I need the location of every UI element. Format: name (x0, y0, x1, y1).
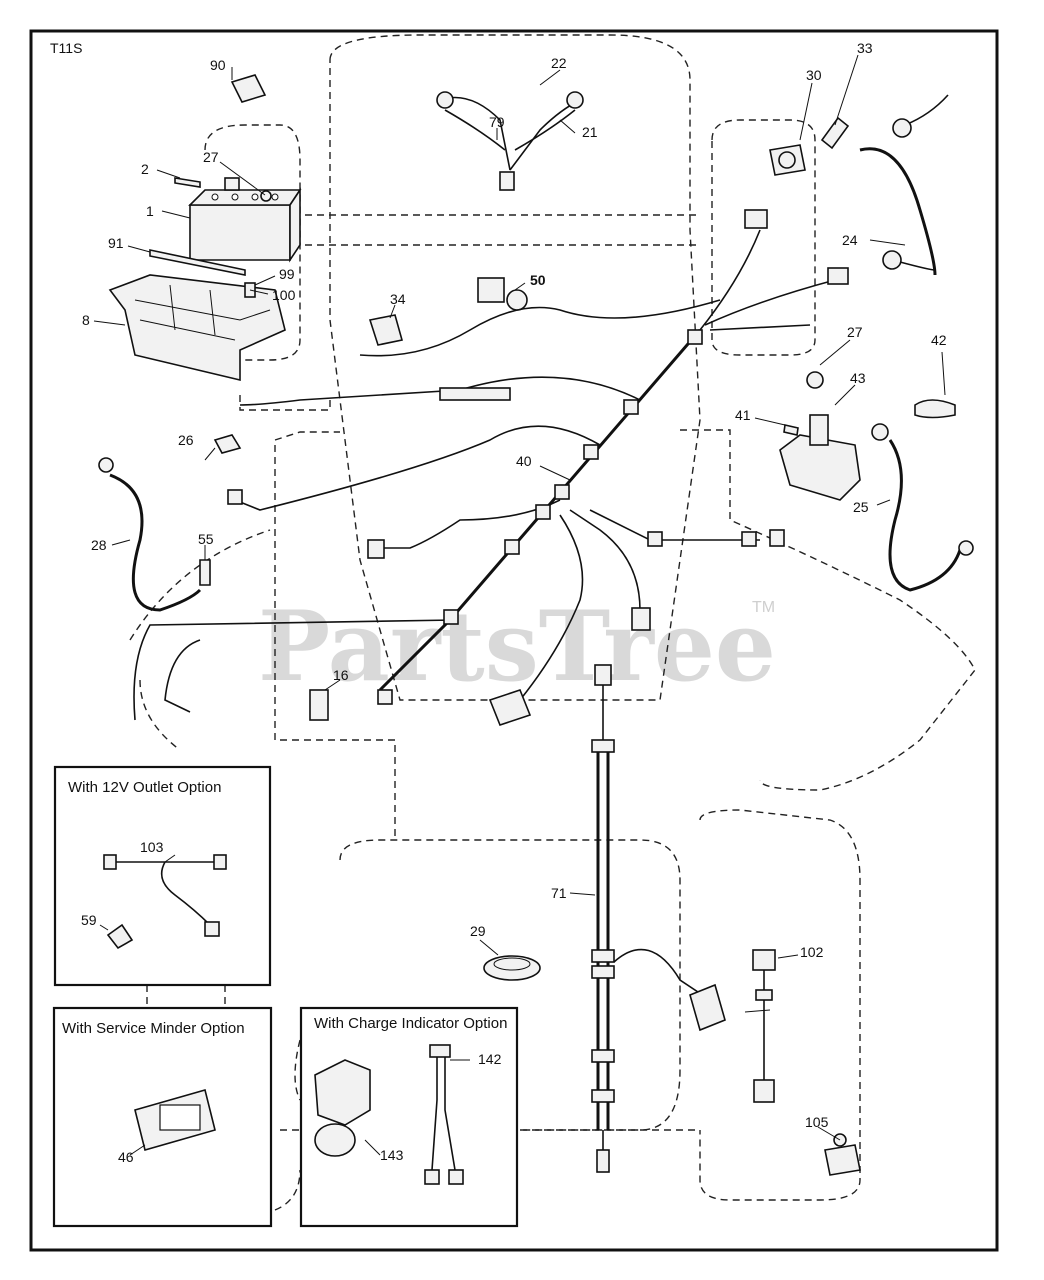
diagram-code: T11S (50, 40, 82, 56)
diagram-frame (29, 29, 999, 1252)
callout-40: 40 (516, 453, 532, 469)
option-title-service-minder: With Service Minder Option (62, 1020, 245, 1037)
switch-34-icon (368, 314, 404, 346)
callout-59: 59 (81, 912, 97, 928)
callout-1: 1 (146, 203, 154, 219)
callout-8: 8 (82, 312, 90, 328)
callout-99: 99 (279, 266, 295, 282)
callout-34: 34 (390, 291, 406, 307)
bolt-55-icon (199, 559, 211, 586)
callout-21: 21 (582, 124, 598, 140)
callout-103: 103 (140, 839, 164, 855)
callout-30: 30 (806, 67, 822, 83)
callout-27-right: 27 (847, 324, 863, 340)
watermark-tm: TM (752, 599, 775, 616)
callout-22: 22 (551, 55, 567, 71)
callout-143: 143 (380, 1147, 404, 1163)
watermark: PartsTree (258, 590, 776, 703)
callout-43: 43 (850, 370, 866, 386)
relay-90-icon (230, 74, 267, 103)
callout-27-top: 27 (203, 149, 219, 165)
terminal-cover-42-icon (914, 399, 956, 419)
callout-55: 55 (198, 531, 214, 547)
callout-2: 2 (141, 161, 149, 177)
option-box-service-minder: With Service Minder Option (52, 1006, 273, 1228)
key-icon (820, 116, 850, 150)
option-title-12v: With 12V Outlet Option (68, 779, 221, 796)
callout-42: 42 (931, 332, 947, 348)
callout-33: 33 (857, 40, 873, 56)
callout-25: 25 (853, 499, 869, 515)
callout-16: 16 (333, 667, 349, 683)
switch-105-icon (824, 1133, 861, 1176)
switch-50-icon (477, 277, 528, 311)
leader-lines (93, 54, 946, 1156)
tractor-outline (129, 34, 976, 1211)
callout-100: 100 (272, 287, 296, 303)
callout-91: 91 (108, 235, 124, 251)
ignition-switch-icon (769, 144, 806, 176)
hold-down-strap-icon (149, 249, 246, 276)
callout-46: 46 (118, 1149, 134, 1165)
ground-cable-28-icon (98, 457, 202, 612)
battery-tray-icon (108, 274, 286, 382)
option-title-charge-indicator: With Charge Indicator Option (314, 1015, 507, 1032)
connector-16-icon (309, 689, 393, 721)
solenoid-icon (779, 371, 861, 501)
battery-icon (188, 187, 302, 263)
headlight-harness-icon (436, 91, 584, 191)
main-harness-icon (133, 209, 849, 726)
battery-cable-24-icon (859, 94, 949, 276)
callout-102: 102 (800, 944, 824, 960)
option-box-charge-indicator: With Charge Indicator Option (299, 1006, 519, 1228)
callout-90: 90 (210, 57, 226, 73)
harness-102-icon (744, 949, 776, 1103)
callout-50: 50 (530, 272, 546, 288)
callout-105: 105 (805, 1114, 829, 1130)
callout-41: 41 (735, 407, 751, 423)
connector-26-icon (213, 434, 242, 454)
screw-41-icon (783, 424, 799, 436)
callout-24: 24 (842, 232, 858, 248)
callout-26: 26 (178, 432, 194, 448)
harness-71-icon (591, 664, 726, 1173)
callout-28: 28 (91, 537, 107, 553)
callout-142: 142 (478, 1051, 502, 1067)
callout-29: 29 (470, 923, 486, 939)
battery-cable-25-icon (871, 423, 974, 592)
callout-71: 71 (551, 885, 567, 901)
option-box-12v: With 12V Outlet Option (53, 765, 272, 987)
callout-79: 79 (489, 114, 505, 130)
fuse-holder-29-icon (483, 955, 541, 981)
